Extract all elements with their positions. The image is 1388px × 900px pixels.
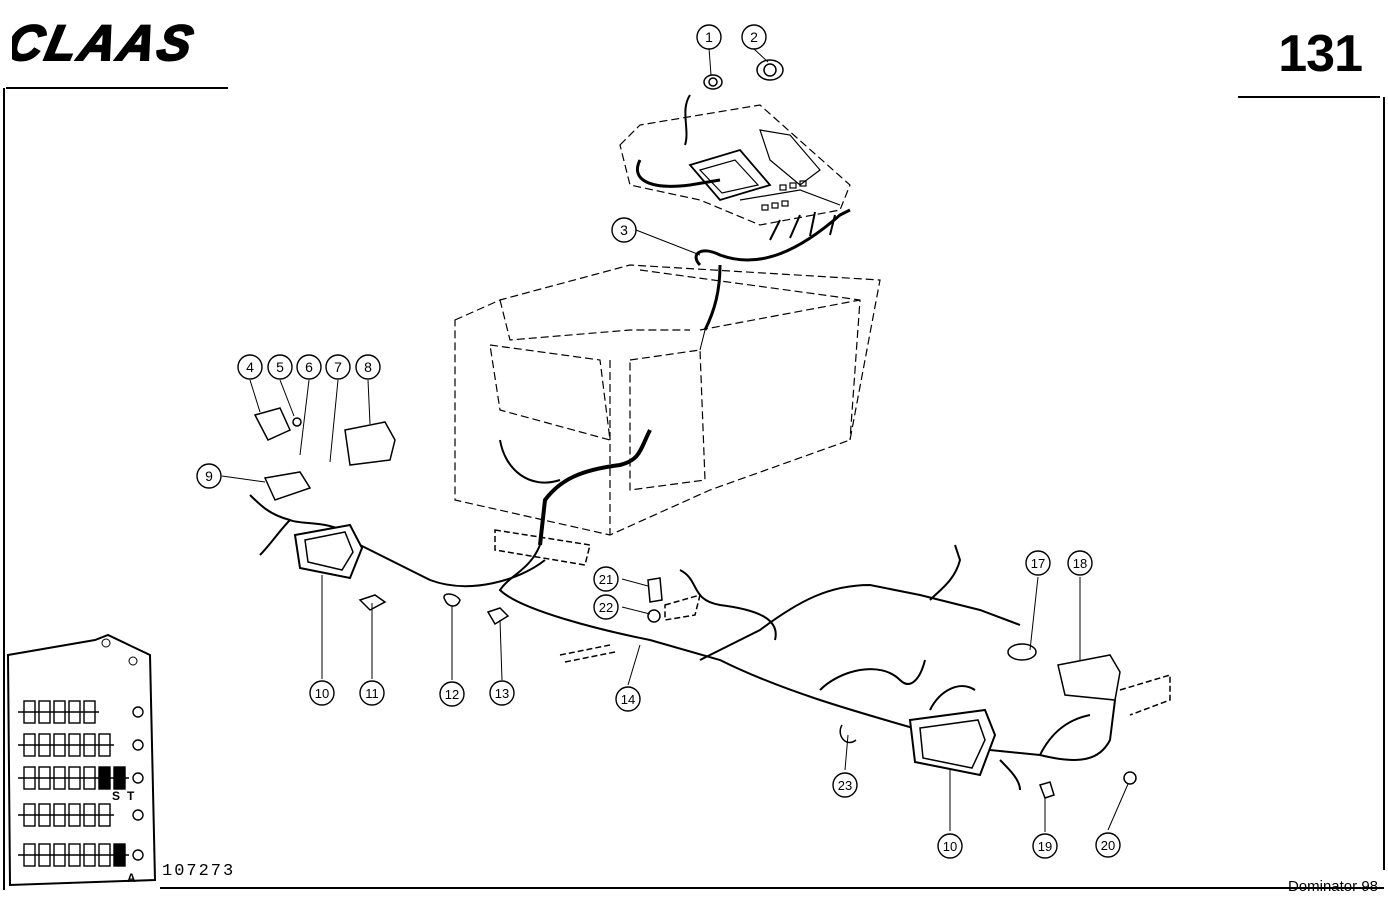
- fuse-panel: [6, 633, 157, 887]
- callout-21: 21: [593, 566, 619, 592]
- callout-22: 22: [593, 594, 619, 620]
- callout-number: 23: [838, 778, 852, 793]
- fuse-label-s: S: [112, 789, 120, 803]
- callout-6: 6: [296, 354, 322, 380]
- fuse-row-terminal: [132, 706, 144, 718]
- callout-number: 22: [599, 600, 613, 615]
- callout-7: 7: [325, 354, 351, 380]
- callout-number: 19: [1038, 839, 1052, 854]
- callout-circle: [355, 354, 381, 380]
- callout-number: 21: [599, 572, 613, 587]
- callout-number: 4: [246, 359, 254, 375]
- callout-10: 10: [937, 833, 963, 859]
- callout-number: 1: [705, 29, 713, 45]
- callout-12: 12: [439, 681, 465, 707]
- callout-17: 17: [1025, 550, 1051, 576]
- callout-circle: [937, 833, 963, 859]
- callout-4: 4: [237, 354, 263, 380]
- callout-circle: [489, 680, 515, 706]
- fuse-label-t: T: [127, 789, 135, 803]
- callout-circle: [1025, 550, 1051, 576]
- fuse-row-terminal: [132, 739, 144, 751]
- drawing-number: 107273: [162, 862, 236, 881]
- claas-logo: CLAAS: [1, 14, 232, 72]
- callout-circle: [832, 772, 858, 798]
- callout-number: 10: [315, 686, 329, 701]
- callout-circle: [309, 680, 335, 706]
- fuse-label-a: A: [127, 871, 136, 885]
- cab-console-outline: [454, 264, 881, 536]
- callout-circle: [593, 566, 619, 592]
- callout-circle: [237, 354, 263, 380]
- claas-logo-mark: CLAAS: [1, 14, 202, 72]
- control-panel: [619, 104, 851, 226]
- callout-3: 3: [611, 217, 637, 243]
- fuse-rows: [18, 700, 144, 867]
- callout-circle: [593, 594, 619, 620]
- fuse-labels: S T A: [112, 789, 136, 885]
- callout-11: 11: [359, 680, 385, 706]
- callout-number: 2: [750, 29, 758, 45]
- callout-1: 1: [696, 24, 722, 50]
- callout-circle: [1067, 550, 1093, 576]
- callout-9: 9: [196, 463, 222, 489]
- callout-circle: [741, 24, 767, 50]
- callout-number: 7: [334, 359, 342, 375]
- callout-circle: [615, 686, 641, 712]
- wiring-harness: [249, 94, 1116, 791]
- callout-number: 10: [943, 839, 957, 854]
- callout-23: 23: [832, 772, 858, 798]
- callout-circle: [439, 681, 465, 707]
- callout-circle: [325, 354, 351, 380]
- callout-number: 9: [205, 468, 213, 484]
- callout-number: 11: [365, 686, 379, 701]
- callout-circle: [359, 680, 385, 706]
- callout-circle: [1095, 832, 1121, 858]
- callout-19: 19: [1032, 833, 1058, 859]
- callout-18: 18: [1067, 550, 1093, 576]
- callout-number: 14: [621, 692, 635, 707]
- leader-lines: [221, 47, 1129, 832]
- callout-20: 20: [1095, 832, 1121, 858]
- callout-circle: [296, 354, 322, 380]
- callout-circle: [267, 354, 293, 380]
- callout-number: 17: [1031, 556, 1045, 571]
- callout-5: 5: [267, 354, 293, 380]
- fuse-row-terminal: [132, 809, 144, 821]
- header-rule-right: [1238, 96, 1380, 98]
- fuse-row-terminal: [132, 849, 144, 861]
- model-name: Dominator 98: [1287, 878, 1378, 895]
- callout-number: 13: [495, 686, 509, 701]
- callout-number: 5: [276, 359, 284, 375]
- callout-number: 12: [445, 687, 459, 702]
- callout-number: 6: [305, 359, 313, 375]
- svg-text:CLAAS: CLAAS: [12, 22, 201, 66]
- callout-8: 8: [355, 354, 381, 380]
- callout-number: 18: [1073, 556, 1087, 571]
- page-number: 131: [1278, 25, 1363, 83]
- page-border: [3, 88, 1385, 890]
- fuse-row-terminal: [132, 772, 144, 784]
- callout-13: 13: [489, 680, 515, 706]
- components: [253, 59, 1171, 799]
- callout-circle: [696, 24, 722, 50]
- callout-number: 20: [1101, 838, 1115, 853]
- callout-circle: [196, 463, 222, 489]
- callout-circle: [1032, 833, 1058, 859]
- callout-circle: [611, 217, 637, 243]
- callout-10: 10: [309, 680, 335, 706]
- callout-number: 8: [364, 359, 372, 375]
- callout-2: 2: [741, 24, 767, 50]
- callout-14: 14: [615, 686, 641, 712]
- callout-number: 3: [620, 222, 628, 238]
- header-rule-left: [6, 87, 228, 89]
